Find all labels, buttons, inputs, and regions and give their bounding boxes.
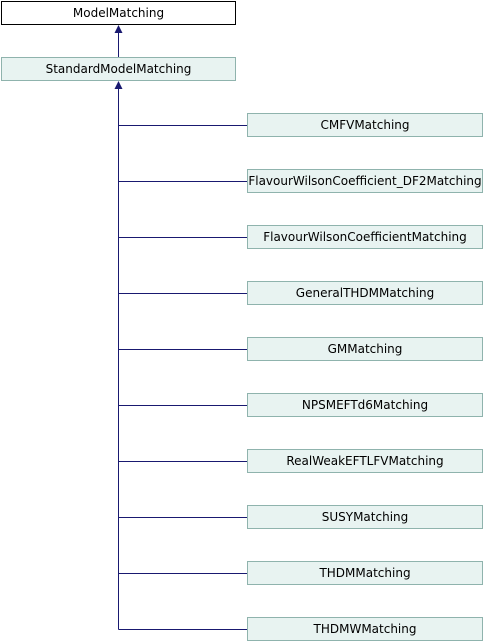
node-realweakeftlfvmatching[interactable]: RealWeakEFTLFVMatching — [247, 449, 483, 473]
node-susymatching[interactable]: SUSYMatching — [247, 505, 483, 529]
node-label: GeneralTHDMMatching — [295, 286, 435, 300]
node-label: RealWeakEFTLFVMatching — [286, 454, 444, 468]
node-standard-model-matching[interactable]: StandardModelMatching — [1, 57, 236, 81]
node-label: SUSYMatching — [321, 510, 409, 524]
node-thdmwmatching[interactable]: THDMWMatching — [247, 617, 483, 641]
node-model-matching[interactable]: ModelMatching — [1, 1, 236, 25]
node-flavourwilsoncoefficient-df2matching[interactable]: FlavourWilsonCoefficient_DF2Matching — [247, 169, 483, 193]
node-npsmeftd6matching[interactable]: NPSMEFTd6Matching — [247, 393, 483, 417]
node-generalthdmmatching[interactable]: GeneralTHDMMatching — [247, 281, 483, 305]
node-gmmatching[interactable]: GMMatching — [247, 337, 483, 361]
arrowhead-base — [114, 81, 123, 89]
node-cmfvmatching[interactable]: CMFVMatching — [247, 113, 483, 137]
arrowhead-root — [114, 25, 123, 33]
node-label: NPSMEFTd6Matching — [301, 398, 429, 412]
node-label: StandardModelMatching — [45, 62, 192, 76]
node-label: FlavourWilsonCoefficientMatching — [263, 230, 467, 244]
node-label: FlavourWilsonCoefficient_DF2Matching — [248, 174, 482, 188]
node-flavourwilsoncoefficientmatching[interactable]: FlavourWilsonCoefficientMatching — [247, 225, 483, 249]
node-label: GMMatching — [327, 342, 403, 356]
node-label: ModelMatching — [72, 6, 165, 20]
node-label: CMFVMatching — [320, 118, 410, 132]
node-thdmmatching[interactable]: THDMMatching — [247, 561, 483, 585]
node-label: THDMWMatching — [313, 622, 417, 636]
node-label: THDMMatching — [319, 566, 411, 580]
